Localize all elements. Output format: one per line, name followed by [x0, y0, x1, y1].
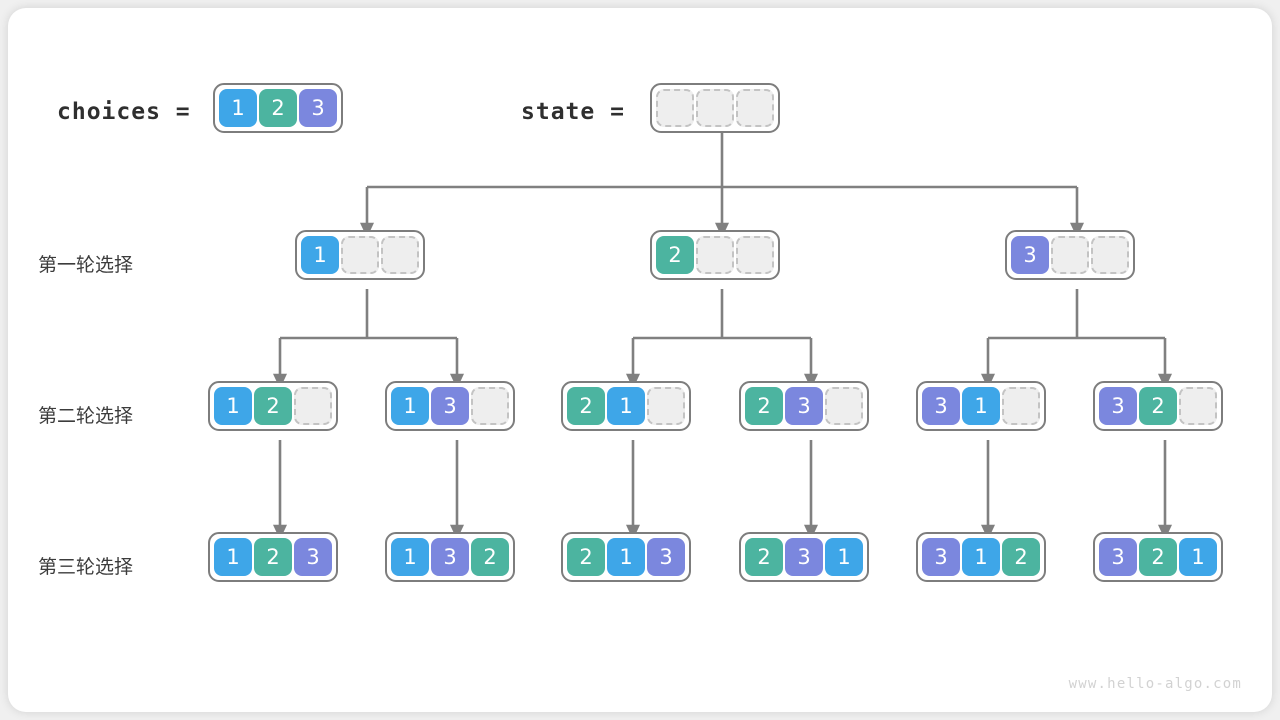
level3-node-4-cell-2: 3	[785, 538, 823, 576]
level2-node-5-cell-2: 1	[962, 387, 1000, 425]
level3-node-3-cell-1: 2	[567, 538, 605, 576]
choices-array-cell-3: 3	[299, 89, 337, 127]
level2-node-4-cell-2: 3	[785, 387, 823, 425]
level2-node-3-cell-3	[647, 387, 685, 425]
level3-node-1-cell-1: 1	[214, 538, 252, 576]
level1-node-3-cell-3	[1091, 236, 1129, 274]
level1-node-2-cell-2	[696, 236, 734, 274]
level2-node-6-cell-2: 2	[1139, 387, 1177, 425]
state-array-cell-1	[656, 89, 694, 127]
state-array-cell-3	[736, 89, 774, 127]
level3-node-5-cell-1: 3	[922, 538, 960, 576]
level3-node-5-cell-3: 2	[1002, 538, 1040, 576]
level2-node-6-cell-3	[1179, 387, 1217, 425]
level2-node-2-cell-2: 3	[431, 387, 469, 425]
level3-node-1-cell-2: 2	[254, 538, 292, 576]
level1-node-1: 1	[295, 230, 425, 280]
choices-array-cell-2: 2	[259, 89, 297, 127]
level3-node-1-cell-3: 3	[294, 538, 332, 576]
level2-node-2-cell-3	[471, 387, 509, 425]
level3-node-3-cell-3: 3	[647, 538, 685, 576]
diagram-card	[8, 8, 1272, 712]
watermark: www.hello-algo.com	[1068, 676, 1242, 692]
level1-node-3: 3	[1005, 230, 1135, 280]
level3-node-2-cell-1: 1	[391, 538, 429, 576]
choices-array-cell-1: 1	[219, 89, 257, 127]
level2-node-3-cell-1: 2	[567, 387, 605, 425]
level1-node-3-cell-1: 3	[1011, 236, 1049, 274]
level3-node-4-cell-1: 2	[745, 538, 783, 576]
state-array	[650, 83, 780, 133]
level1-node-1-cell-2	[341, 236, 379, 274]
level3-node-2-cell-3: 2	[471, 538, 509, 576]
level3-node-6-cell-1: 3	[1099, 538, 1137, 576]
level2-node-2-cell-1: 1	[391, 387, 429, 425]
level3-node-4-cell-3: 1	[825, 538, 863, 576]
level3-node-2-cell-2: 3	[431, 538, 469, 576]
level2-node-1-cell-2: 2	[254, 387, 292, 425]
level2-node-5-cell-1: 3	[922, 387, 960, 425]
level3-node-3-cell-2: 1	[607, 538, 645, 576]
level2-node-6-cell-1: 3	[1099, 387, 1137, 425]
level2-node-4-cell-1: 2	[745, 387, 783, 425]
level2-node-1-cell-3	[294, 387, 332, 425]
row-label-round-1: 第一轮选择	[38, 254, 134, 276]
level3-node-6-cell-3: 1	[1179, 538, 1217, 576]
level1-node-2-cell-3	[736, 236, 774, 274]
level1-node-2: 2	[650, 230, 780, 280]
level2-node-3-cell-2: 1	[607, 387, 645, 425]
level2-node-4-cell-3	[825, 387, 863, 425]
level3-node-5-cell-2: 1	[962, 538, 1000, 576]
level1-node-3-cell-2	[1051, 236, 1089, 274]
level1-node-1-cell-1: 1	[301, 236, 339, 274]
level1-node-1-cell-3	[381, 236, 419, 274]
row-label-round-3: 第三轮选择	[38, 556, 134, 578]
level1-node-2-cell-1: 2	[656, 236, 694, 274]
choices-label: choices =	[57, 99, 191, 125]
state-array-cell-2	[696, 89, 734, 127]
level2-node-5-cell-3	[1002, 387, 1040, 425]
state-label: state =	[521, 99, 625, 125]
level2-node-1-cell-1: 1	[214, 387, 252, 425]
level3-node-6-cell-2: 2	[1139, 538, 1177, 576]
row-label-round-2: 第二轮选择	[38, 405, 134, 427]
